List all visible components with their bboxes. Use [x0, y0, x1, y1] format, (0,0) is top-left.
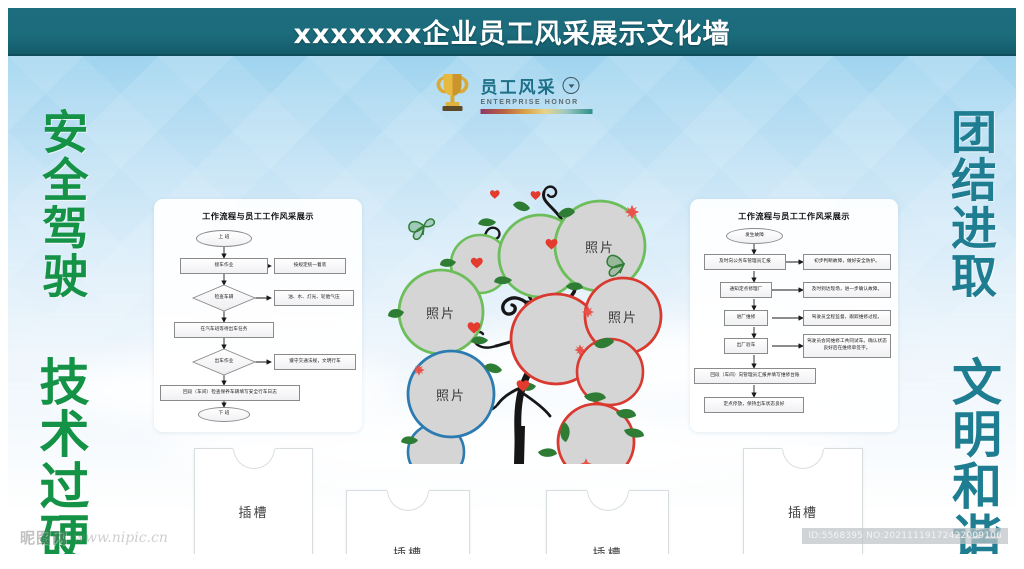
- photo-label: 照片: [608, 311, 638, 326]
- card-slot[interactable]: 插槽: [194, 446, 313, 554]
- flower-icon: [413, 204, 640, 470]
- flowchart-left-diagram: 上 班 接车作业 按规定统一着装 检查车辆 油、水、灯光、轮胎气压 在汽车班等待…: [154, 222, 362, 422]
- slogan-right-top: 团结进取: [944, 108, 998, 300]
- slot-notch: [586, 488, 629, 511]
- poster-inner: xxxxxxx企业员工风采展示文化墙 安全驾驶 技术过硬 团结进取 文明和谐: [8, 8, 1016, 554]
- flow-note-check-items: 油、水、灯光、轮胎气压: [274, 290, 354, 306]
- card-slot[interactable]: 插槽: [346, 488, 470, 555]
- flow-node-enter-repair: 进厂维修: [724, 310, 768, 326]
- page-title: xxxxxxx企业员工风采展示文化墙: [293, 18, 731, 50]
- photo-tree-graphic: 照片 照片 照片 照片: [388, 185, 663, 482]
- flow-node-receive-vehicle: 接车作业: [180, 258, 268, 274]
- flow-node-start: 上 班: [196, 230, 252, 247]
- chevron-down-icon: [562, 77, 580, 94]
- slogan-left-bottom: 技术过硬: [31, 356, 90, 554]
- flow-node-return-log: 回段（车间）检查保养车辆填写安全行车日志: [160, 385, 300, 401]
- flowchart-panel-right: 工作流程与员工工作风采展示: [690, 199, 898, 432]
- slogan-left-top: 安全驾驶: [35, 108, 90, 300]
- heart-icon: [467, 190, 558, 392]
- logo-title-row: 员工风采: [481, 73, 593, 98]
- card-slot-label: 插槽: [392, 546, 423, 555]
- flow-node-report-ledger: 回段（车间）向管理员汇报并填写维修台账: [694, 368, 816, 384]
- flowchart-left-connectors: [191, 247, 272, 408]
- slot-notch: [782, 446, 824, 469]
- flow-node-dispatch: 出车作业: [214, 358, 234, 364]
- flow-note-traffic-rules: 遵守交通法规，文明行车: [274, 354, 356, 370]
- flow-node-wait-task: 在汽车班等待出车任务: [174, 322, 274, 338]
- photo-circle: [406, 349, 496, 439]
- card-slot-label: 插槽: [238, 505, 269, 521]
- flowchart-panel-left: 工作流程与员工工作风采展示: [154, 199, 362, 432]
- leaf-icon: [388, 201, 644, 457]
- photo-tree: 照片 照片 照片 照片: [388, 164, 678, 482]
- flowchart-left-title: 工作流程与员工工作风采展示: [202, 211, 314, 221]
- flow-node-inspect-out: 出厂验车: [724, 338, 768, 354]
- logo-text-block: 员工风采 ENTERPRISE HONOR: [480, 70, 593, 114]
- flow-note-supervise: 驾驶员全程监督，跟踪维修过程。: [803, 310, 891, 326]
- photo-label: 照片: [436, 389, 466, 404]
- slot-notch: [387, 488, 429, 511]
- flow-node-report-manager: 及时向公务车管理员汇报: [704, 254, 786, 270]
- butterfly-icon: [408, 218, 626, 277]
- flow-note-uniform: 按规定统一着装: [274, 258, 346, 274]
- flow-node-check-vehicle: 检查车辆: [214, 294, 234, 300]
- flowchart-right-connectors: [751, 244, 804, 398]
- photo-circle-group: [397, 199, 663, 482]
- card-slot-label: 插槽: [592, 546, 623, 555]
- brand-logo: 员工风采 ENTERPRISE HONOR: [432, 70, 593, 114]
- flowchart-right-diagram: 发生故障 及时向公务车管理员汇报 初步判断故障，做好安全防护。 通知定点修理厂 …: [690, 222, 898, 420]
- flow-node-notify-repair-shop: 通知定点修理厂: [720, 282, 772, 298]
- logo-title-cn: 员工风采: [480, 78, 557, 98]
- poster-body: 安全驾驶 技术过硬 团结进取 文明和谐: [8, 56, 1016, 554]
- trophy-icon: [436, 74, 469, 111]
- slogan-right-bottom: 文明和谐: [944, 356, 1002, 554]
- photo-label: 照片: [426, 307, 456, 322]
- card-slot[interactable]: 插槽: [546, 488, 669, 555]
- slot-notch: [232, 446, 275, 469]
- flow-node-fault-occurs: 发生故障: [726, 228, 783, 244]
- tree-trunk-base-icon: [514, 426, 525, 464]
- flow-node-park-ready: 定点停放，保持出车状态良好: [704, 397, 804, 413]
- logo-title-en: ENTERPRISE HONOR: [480, 99, 579, 106]
- logo-gradient-bar: [480, 109, 593, 114]
- flowchart-right-title: 工作流程与员工工作风采展示: [738, 211, 850, 221]
- flow-note-initial-judge: 初步判断故障，做好安全防护。: [803, 254, 891, 270]
- card-slot[interactable]: 插槽: [743, 446, 863, 554]
- flow-note-arrive-confirm: 及时到达现场，进一步确认故障。: [803, 282, 891, 298]
- flow-node-end: 下 班: [198, 407, 250, 422]
- flow-note-test-drive-sign: 驾驶员会同维修工共同试车。确认状态良好后在维修单签字。: [803, 334, 891, 358]
- photo-label: 照片: [585, 241, 615, 256]
- card-slot-label: 插槽: [787, 505, 818, 521]
- poster-header: xxxxxxx企业员工风采展示文化墙: [8, 8, 1016, 56]
